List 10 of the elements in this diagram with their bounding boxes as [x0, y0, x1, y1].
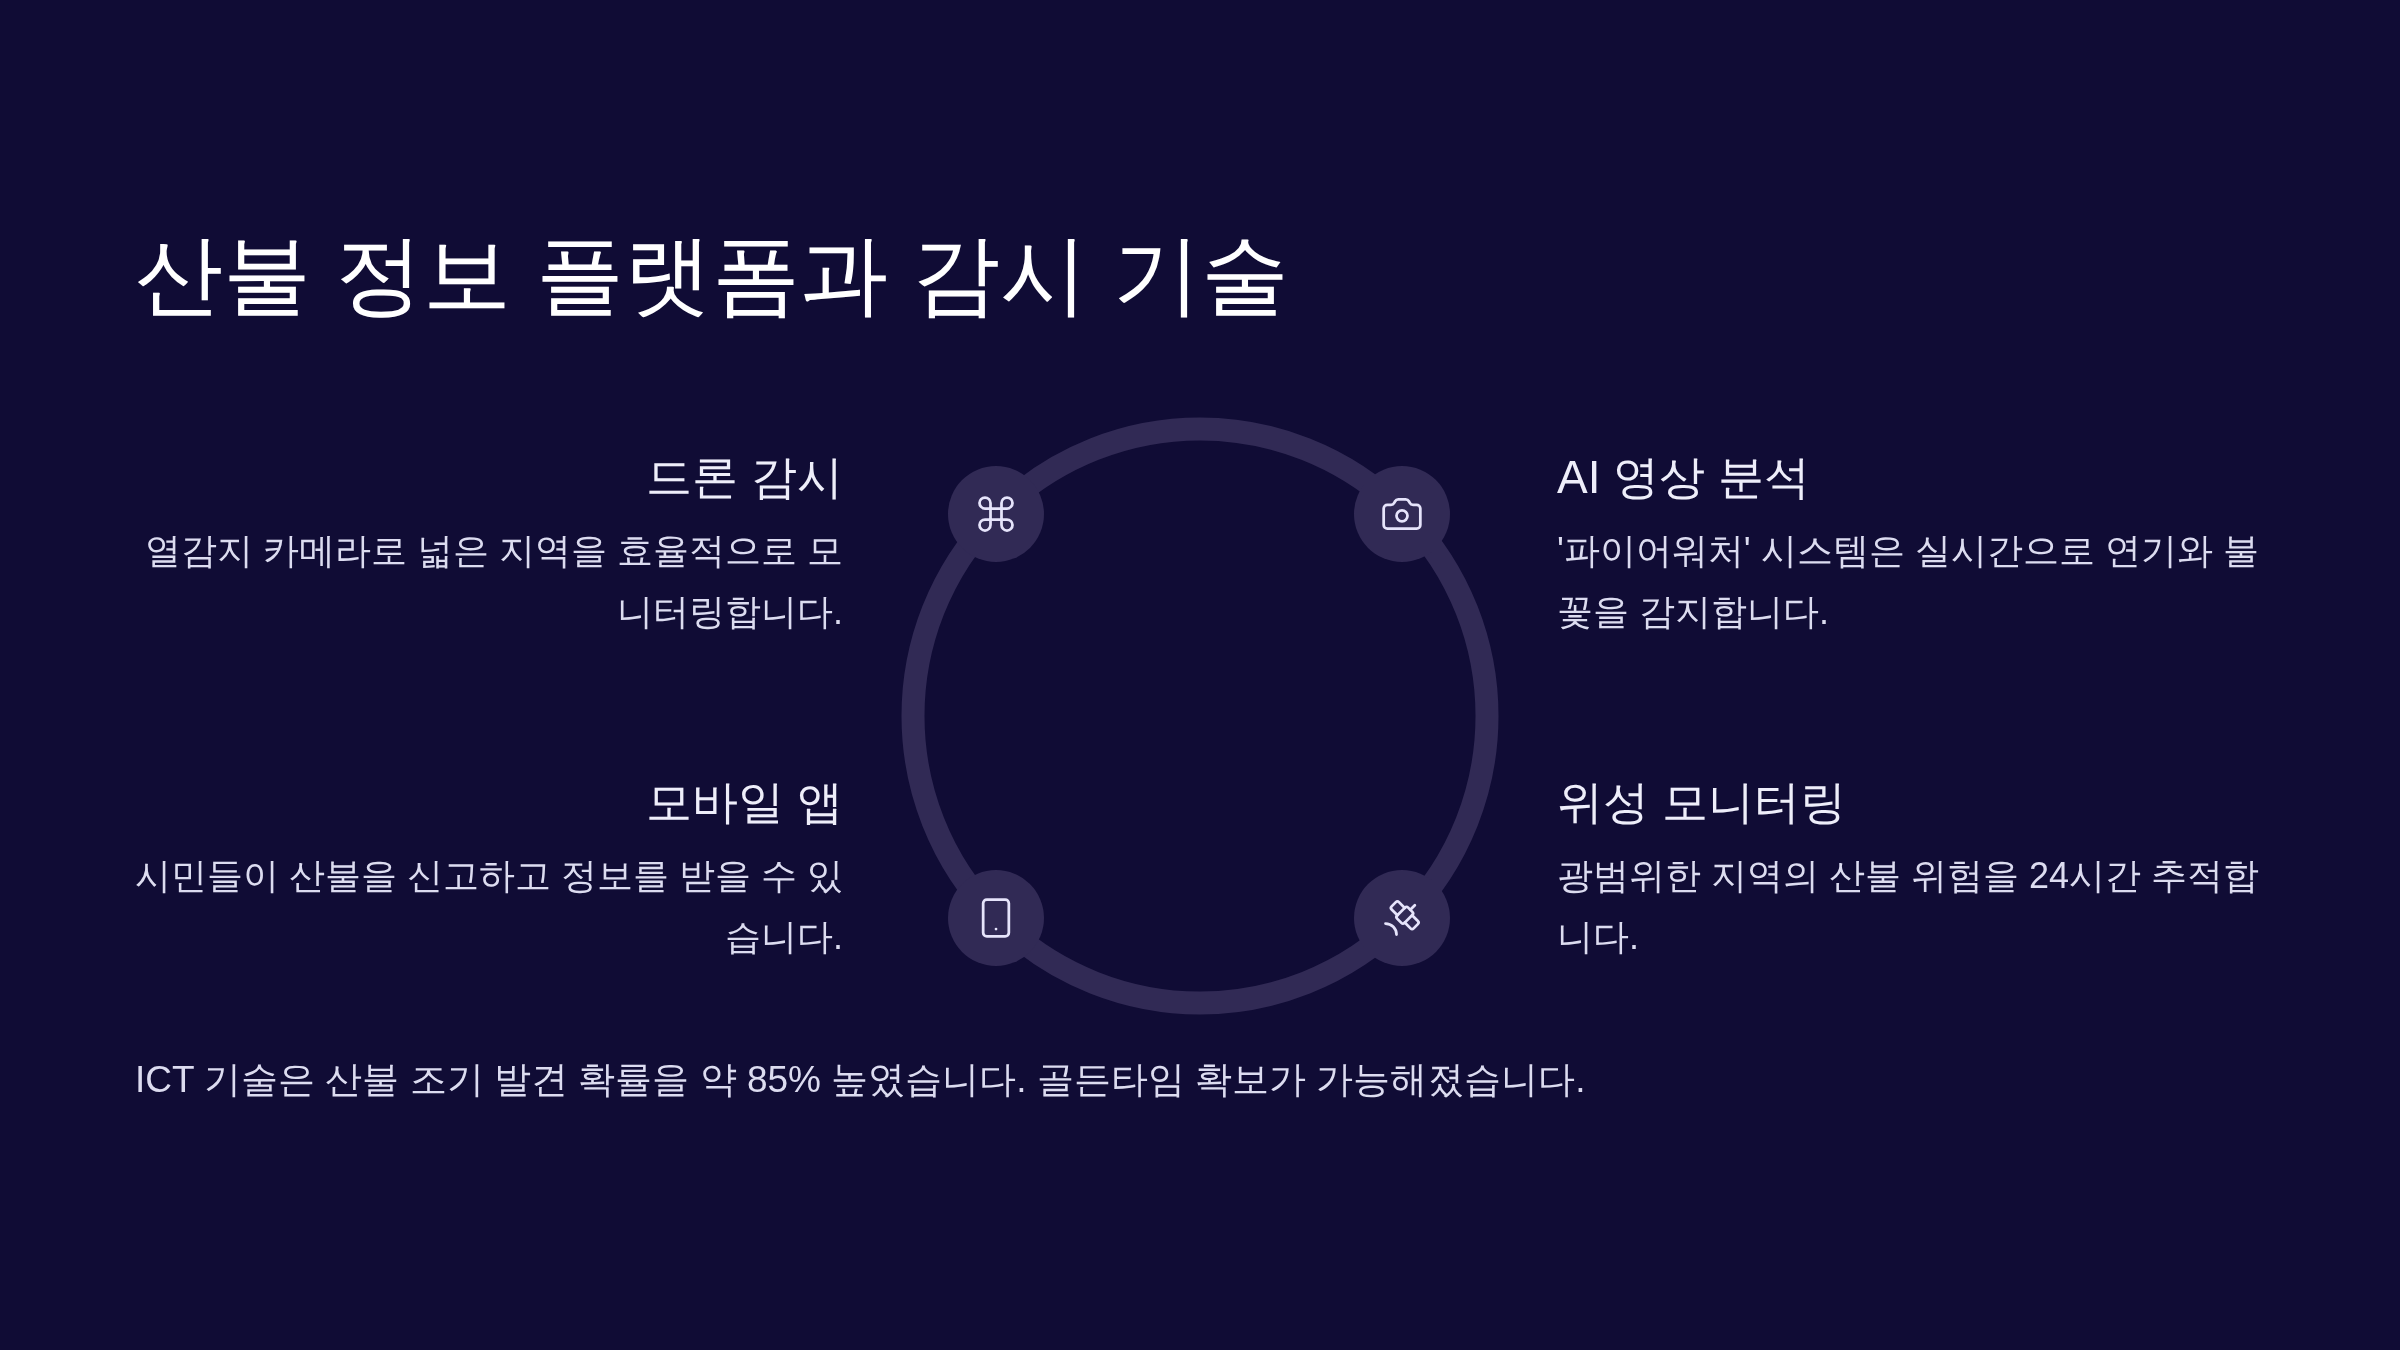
section-description: '파이어워처' 시스템은 실시간으로 연기와 불꽃을 감지합니다.: [1557, 528, 2260, 634]
section-heading: 드론 감시: [645, 450, 843, 505]
title: 산불 정보 플랫폼과 감시 기술: [135, 224, 1289, 326]
section-heading: AI 영상 분석: [1557, 450, 1812, 505]
section-heading: 모바일 앱: [645, 775, 843, 830]
section-description: 광범위한 지역의 산불 위험을 24시간 추적합니다.: [1557, 853, 2261, 959]
section-description: 시민들이 산불을 신고하고 정보를 받을 수 있습니다.: [135, 853, 843, 959]
section-description: 열감지 카메라로 넓은 지역을 효율적으로 모니터링합니다.: [144, 528, 843, 634]
caption: ICT 기술은 산불 조기 발견 확률을 약 85% 높였습니다. 골든타임 확보가 가능해졌습니다.: [135, 1058, 1586, 1102]
section-heading: 위성 모니터링: [1557, 775, 1847, 830]
